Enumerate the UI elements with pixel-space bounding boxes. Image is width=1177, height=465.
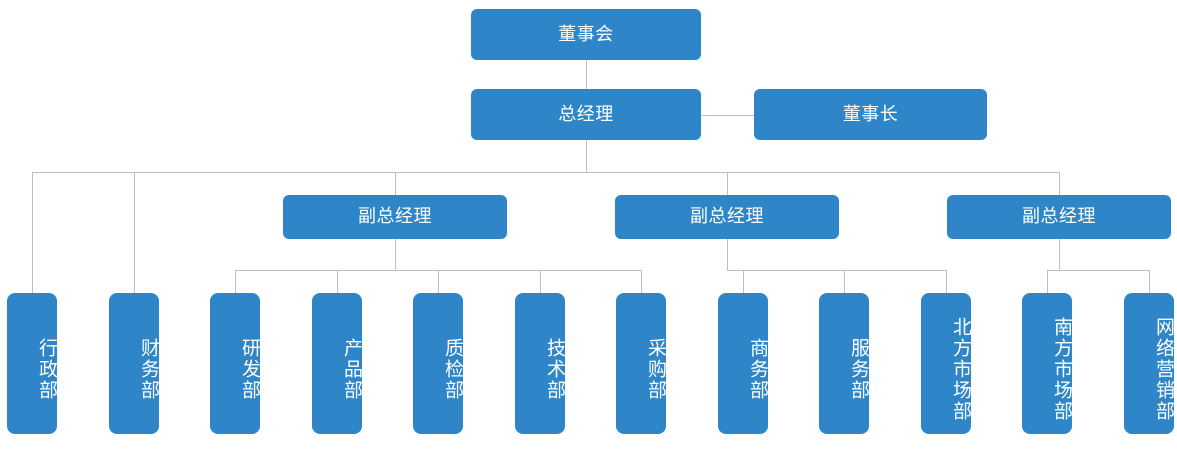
connector-line-vertical: [540, 270, 541, 293]
connector-line-vertical: [134, 172, 135, 293]
connector-line-vertical: [1059, 172, 1060, 195]
org-node-d04[interactable]: 产品部: [312, 293, 362, 434]
connector-line-vertical: [946, 270, 947, 293]
org-node-d02[interactable]: 财务部: [109, 293, 159, 434]
connector-line-vertical: [1047, 270, 1048, 293]
org-node-d06[interactable]: 技术部: [515, 293, 565, 434]
connector-line-vertical: [1149, 270, 1150, 293]
connector-line-vertical: [844, 270, 845, 293]
org-node-d03[interactable]: 研发部: [210, 293, 260, 434]
org-node-board[interactable]: 董事会: [471, 9, 701, 60]
org-node-d05[interactable]: 质检部: [413, 293, 463, 434]
org-node-d10[interactable]: 北方市场部: [921, 293, 971, 434]
connector-line-vertical: [586, 140, 587, 172]
org-node-gm[interactable]: 总经理: [471, 89, 701, 140]
connector-line-vertical: [586, 60, 587, 89]
connector-line-vertical: [438, 270, 439, 293]
connector-line-vertical: [395, 239, 396, 270]
connector-line-vertical: [337, 270, 338, 293]
org-node-d07[interactable]: 采购部: [616, 293, 666, 434]
connector-line-vertical: [743, 270, 744, 293]
org-node-vp1[interactable]: 副总经理: [283, 195, 507, 239]
connector-line-horizontal: [32, 172, 1059, 173]
connector-line-vertical: [1059, 239, 1060, 270]
org-node-d12[interactable]: 网络营销部: [1124, 293, 1174, 434]
org-node-vp2[interactable]: 副总经理: [615, 195, 839, 239]
org-node-d09[interactable]: 服务部: [819, 293, 869, 434]
connector-line-vertical: [32, 172, 33, 293]
connector-line-vertical: [235, 270, 236, 293]
org-node-chairman[interactable]: 董事长: [754, 89, 987, 140]
org-node-d08[interactable]: 商务部: [718, 293, 768, 434]
org-node-d01[interactable]: 行政部: [7, 293, 57, 434]
org-node-vp3[interactable]: 副总经理: [947, 195, 1171, 239]
connector-line-vertical: [727, 239, 728, 270]
connector-line-vertical: [395, 172, 396, 195]
connector-line-vertical: [727, 172, 728, 195]
connector-line-vertical: [641, 270, 642, 293]
connector-line-horizontal: [727, 270, 946, 271]
connector-line-horizontal: [701, 115, 754, 116]
connector-line-horizontal: [1047, 270, 1149, 271]
org-node-d11[interactable]: 南方市场部: [1022, 293, 1072, 434]
